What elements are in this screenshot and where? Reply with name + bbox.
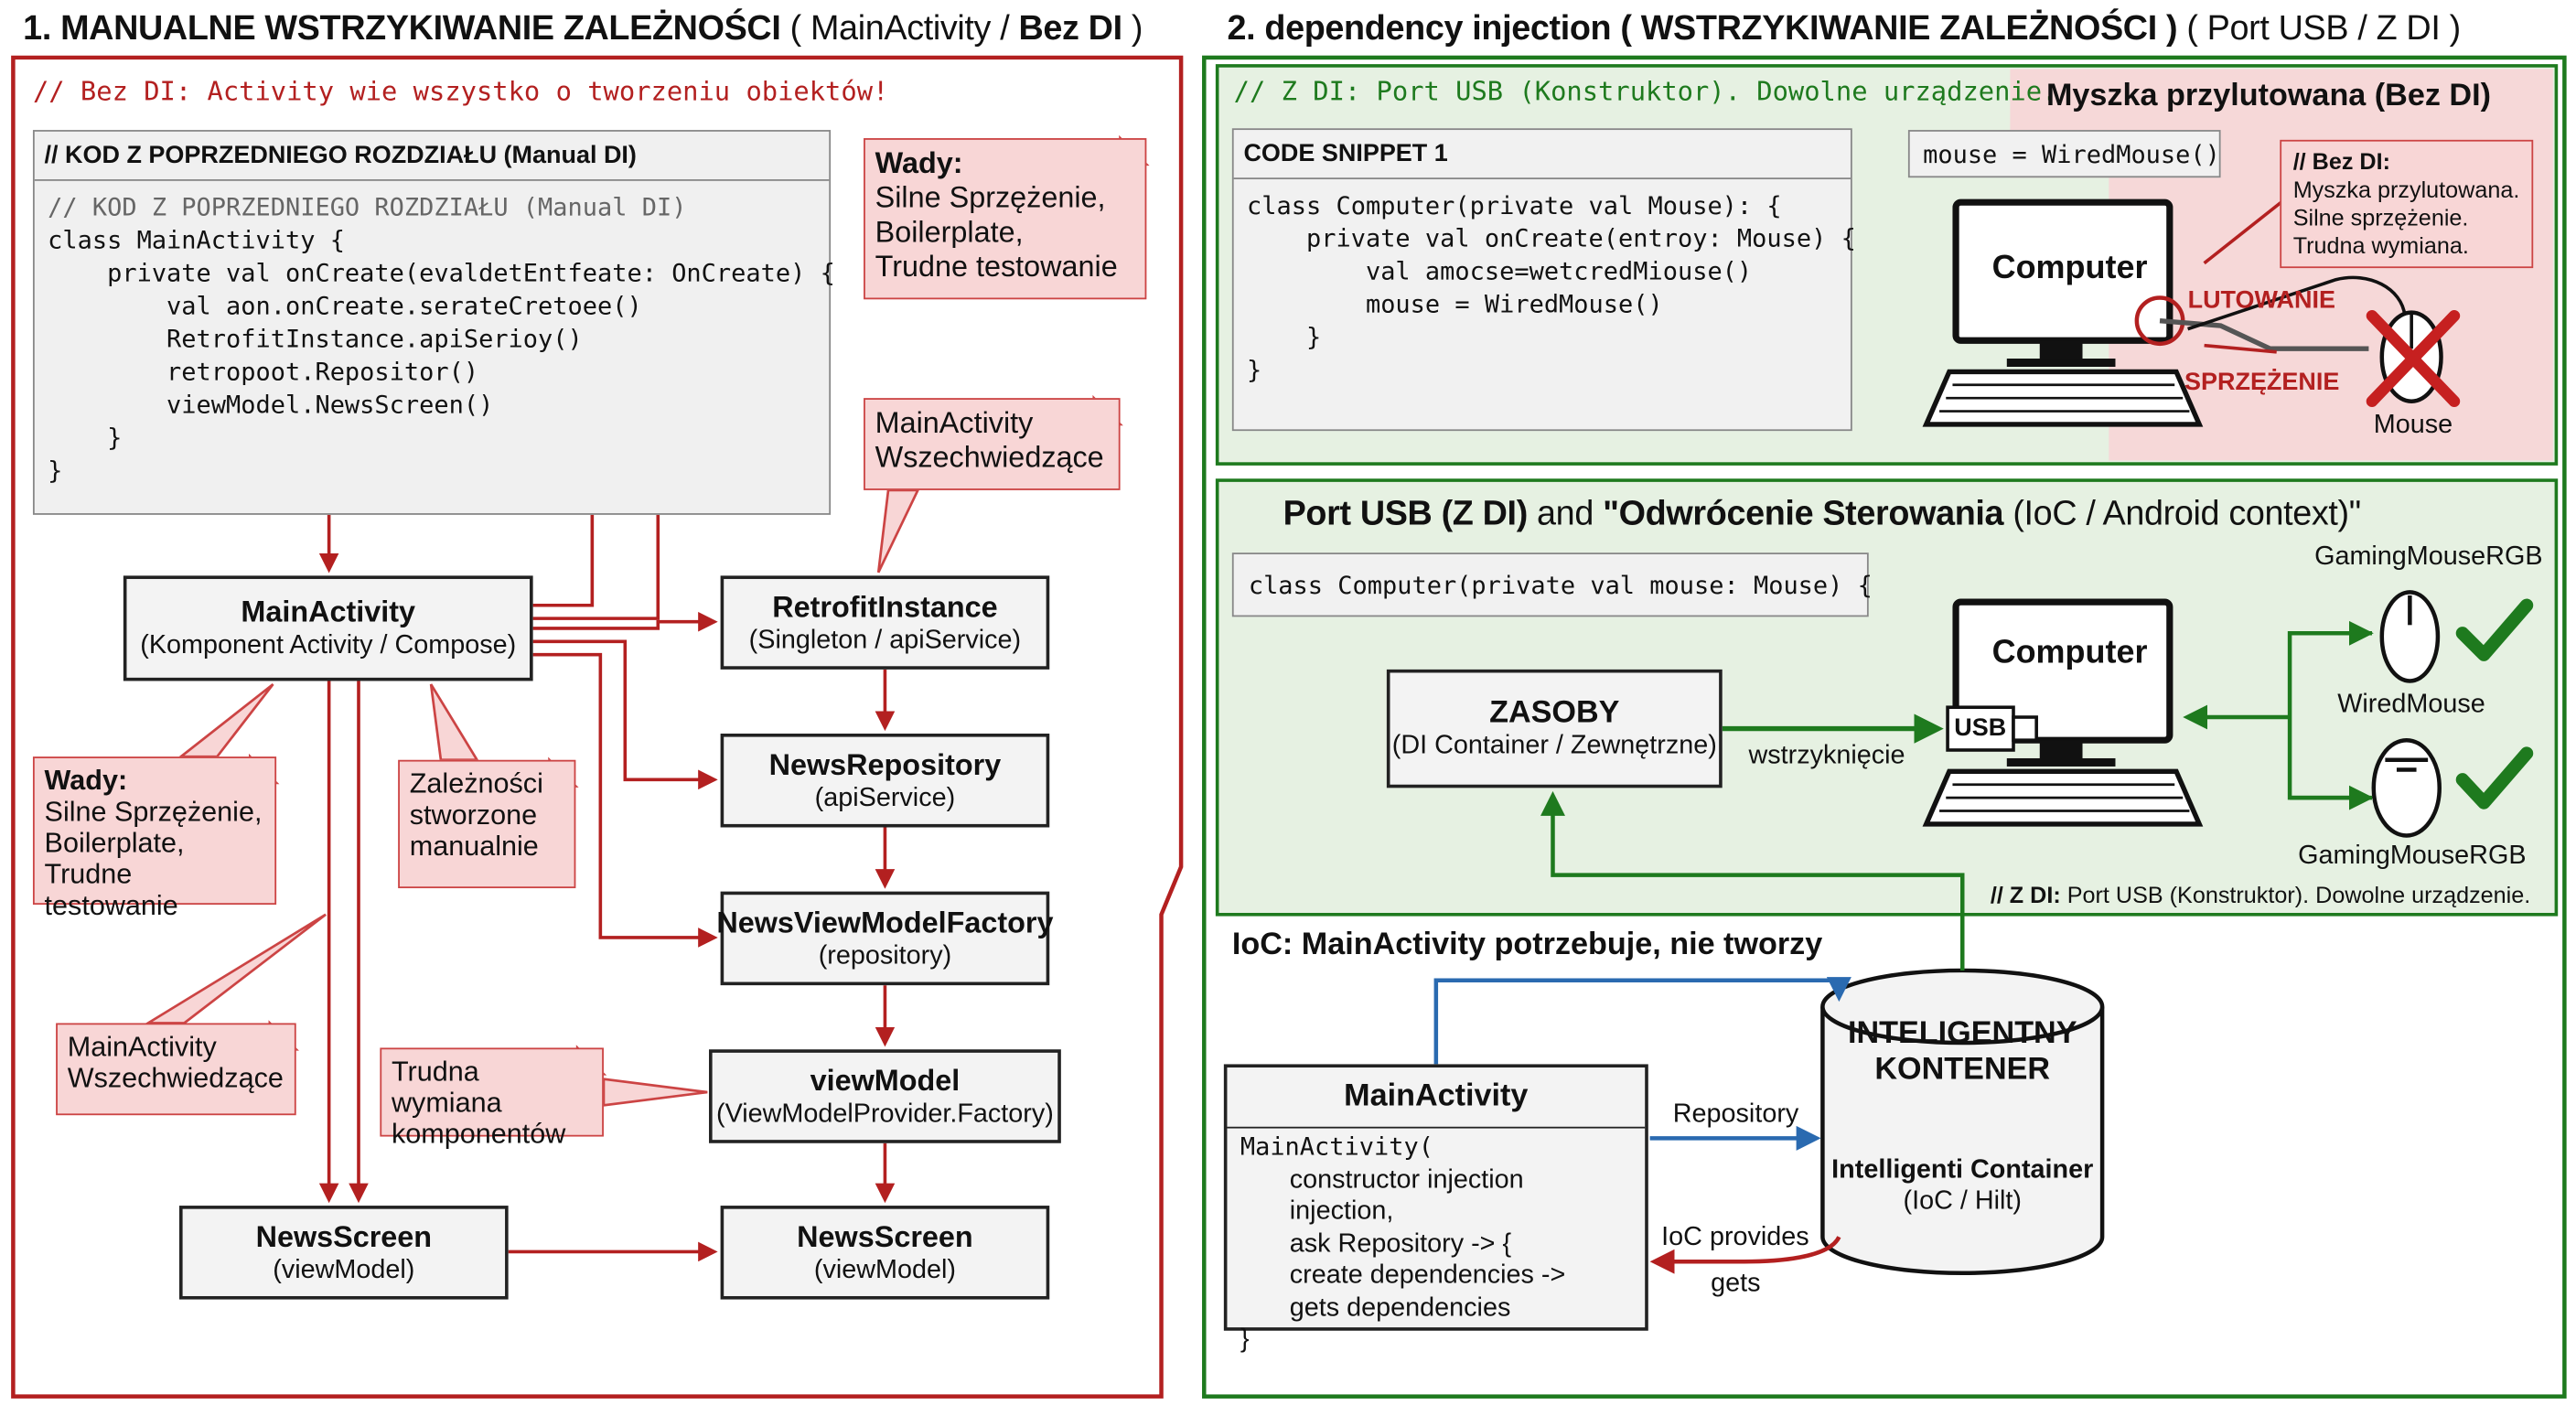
wstrzykniecie-label: wstrzyknięcie (1748, 741, 1905, 770)
left-panel-frame (11, 55, 1184, 1399)
viewmodel-box: viewModel (ViewModelProvider.Factory) (709, 1049, 1061, 1143)
right-panel-title: 2. dependency injection ( WSTRZYKIWANIE … (1227, 9, 2461, 48)
sprzezenie-label: SPRZĘŻENIE (2184, 368, 2340, 397)
code-snippet-header: CODE SNIPPET 1 (1233, 130, 1851, 180)
note-wady-top: Wady: Silne Sprzężenie,Boilerplate,Trudn… (864, 138, 1147, 300)
gets-label: gets (1711, 1270, 1761, 1298)
container-sub: Intelligenti Container(IoC / Hilt) (1831, 1156, 2094, 1216)
code-line: } (48, 456, 63, 486)
code-line: viewModel.NewsScreen() (48, 390, 494, 420)
mouse-assign-box: mouse = WiredMouse() (1907, 130, 2221, 178)
code-line: private val onCreate(evaldetEntfeate: On… (48, 258, 835, 288)
left-comment: // Bez DI: Activity wie wszystko o tworz… (32, 75, 889, 107)
code-line: private val onCreate(entroy: Mouse) { (1247, 223, 1856, 253)
repository-arrow-label: Repository (1672, 1099, 1799, 1129)
code-line: } (1247, 322, 1322, 352)
ioc-line: ask Repository -> { (1289, 1229, 1512, 1258)
ioc-container-cylinder (1820, 968, 2105, 1276)
note-wady-left: Wady: Silne Sprzężenie,Boilerplate,Trudn… (32, 756, 277, 921)
ioc-mainactivity-box: MainActivity MainActivity( constructor i… (1223, 1064, 1648, 1354)
ioc-line: create dependencies -> (1289, 1261, 1566, 1290)
zasoby-box: ZASOBY (DI Container / Zewnętrzne) (1386, 669, 1723, 788)
code-line: mouse = WiredMouse() (1247, 289, 1663, 319)
code-line: } (1247, 355, 1262, 385)
right-comment: // Z DI: Port USB (Konstruktor). Dowolne… (1233, 75, 2058, 107)
main-activity-box: MainActivity (Komponent Activity / Compo… (123, 575, 533, 681)
mouse-label: Mouse (2373, 411, 2453, 440)
gaming-mouse-label-1: GamingMouseRGB (2314, 542, 2543, 571)
code-line: retropoot.Repositor() (48, 357, 479, 387)
gaming-mouse-label-2: GamingMouseRGB (2298, 842, 2527, 871)
usb-computer-drawing (1922, 598, 2204, 827)
computer-label-usb: Computer (1991, 635, 2148, 671)
code-line: RetrofitInstance.apiSerioy() (48, 324, 583, 354)
wired-mouse-label: WiredMouse (2337, 691, 2485, 719)
code-line: class Computer(private val Mouse): { (1247, 190, 1782, 220)
news-viewmodel-factory-box: NewsViewModelFactory (repository) (716, 891, 1054, 986)
wired-computer-drawing (1922, 198, 2461, 427)
code-line: val aon.onCreate.serateCretoee() (48, 291, 642, 321)
retrofit-instance-box: RetrofitInstance (Singleton / apiService… (720, 575, 1050, 670)
news-repository-box: NewsRepository (apiService) (720, 733, 1050, 828)
computer-label-top: Computer (1991, 250, 2148, 286)
left-code-header: // KOD Z POPRZEDNIEGO ROZDZIAŁU (Manual … (34, 132, 830, 181)
usb-port-label: USB (1954, 713, 2007, 742)
wired-mouse-title: Myszka przylutowana (Bez DI) (2045, 79, 2491, 114)
ioc-line: } (1240, 1325, 1250, 1354)
ioc-title: IoC: MainActivity potrzebuje, nie tworzy (1231, 928, 1823, 962)
code-line: class MainActivity { (48, 225, 345, 255)
news-screen-left-box: NewsScreen (viewModel) (179, 1206, 509, 1300)
code-snippet-1: CODE SNIPPET 1 class Computer(private va… (1231, 128, 1856, 432)
zdi-note: // Z DI: Port USB (Konstruktor). Dowolne… (1990, 881, 2531, 908)
code-line: } (48, 423, 123, 453)
code-line: // KOD Z POPRZEDNIEGO ROZDZIAŁU (Manual … (48, 192, 687, 222)
ioc-line: MainActivity( (1240, 1132, 1433, 1162)
left-code-block: // KOD Z POPRZEDNIEGO ROZDZIAŁU (Manual … (32, 130, 835, 515)
left-panel-title: 1. MANUALNE WSTRZYKIWANIE ZALEŻNOŚCI ( M… (23, 9, 1143, 48)
lutowanie-label: LUTOWANIE (2187, 285, 2335, 315)
usb-panel-title: Port USB (Z DI) and "Odwrócenie Sterowan… (1283, 495, 2362, 533)
right-panel-frame (1202, 55, 2567, 1399)
bez-di-note: // Bez DI: Myszka przylutowana.Silne spr… (2280, 139, 2534, 269)
ioc-line: gets dependencies (1289, 1293, 1511, 1322)
ioc-mainactivity-title: MainActivity (1227, 1067, 1646, 1129)
ioc-line: constructor injection injection, (1289, 1165, 1524, 1226)
code-line: val amocse=wetcredMiouse() (1247, 256, 1753, 286)
check-icons (2455, 598, 2534, 810)
usb-code-box: class Computer(private val mouse: Mouse)… (1231, 552, 1873, 617)
ioc-provides-label: IoC provides (1661, 1223, 1809, 1252)
mouse-icons (2371, 590, 2442, 838)
news-screen-right-box: NewsScreen (viewModel) (720, 1206, 1050, 1300)
